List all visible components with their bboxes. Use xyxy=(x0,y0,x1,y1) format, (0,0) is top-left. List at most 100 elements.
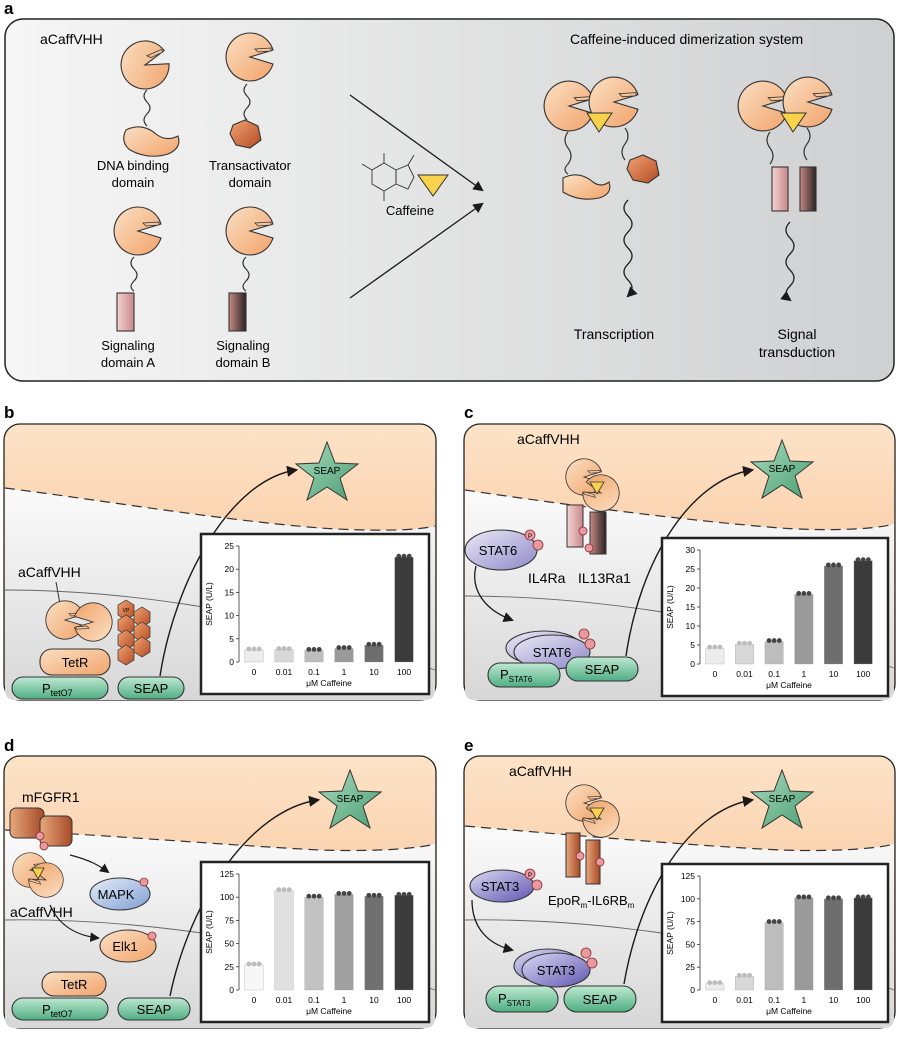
svg-text:PtetO7: PtetO7 xyxy=(42,1002,73,1019)
panel-d-seap-star: SEAP xyxy=(337,794,364,805)
panel-d-gene: SEAP xyxy=(137,1002,172,1017)
panel-b-gene: SEAP xyxy=(134,681,169,696)
panel-b: b aCaffVHH VP TetR PtetO7 SEAP SEAP 0510… xyxy=(3,403,437,701)
data-point xyxy=(311,647,317,652)
data-point xyxy=(401,891,407,897)
panel-d-receptor: mFGFR1 xyxy=(22,789,80,805)
data-point xyxy=(346,891,352,896)
panel-d-acaffvhh: aCaffVHH xyxy=(10,904,73,920)
y-axis-label: SEAP (U/L) xyxy=(204,582,214,626)
panel-e-promoter: P xyxy=(498,991,507,1006)
signaling-a-label-1: Signaling xyxy=(101,338,155,353)
y-tick-label: 10 xyxy=(225,611,235,621)
panel-d-promoter-sub: tetO7 xyxy=(51,1009,73,1019)
panel-b-promoter: P xyxy=(42,681,51,696)
y-tick-label: 0 xyxy=(229,985,234,995)
x-tick-label: 0.01 xyxy=(276,667,293,677)
signaling-b-label-1: Signaling xyxy=(216,338,270,353)
panel-b-letter: b xyxy=(4,403,14,422)
data-point xyxy=(306,893,312,899)
panel-e-gene: SEAP xyxy=(583,992,618,1007)
data-point xyxy=(865,894,871,900)
y-tick-label: 25 xyxy=(225,541,235,551)
panel-c-receptor-b: IL13Ra1 xyxy=(578,570,631,586)
panel-d-tetr: TetR xyxy=(61,977,88,992)
bar xyxy=(824,898,843,991)
data-point xyxy=(707,644,713,650)
data-point xyxy=(831,562,836,568)
x-tick-label: 0.01 xyxy=(276,995,293,1005)
data-point xyxy=(836,562,842,568)
panel-c-gene: SEAP xyxy=(585,662,620,677)
panel-e-p-badge: P xyxy=(528,873,532,879)
panel-e-stat-top: STAT3 xyxy=(481,879,520,894)
data-point xyxy=(366,641,372,647)
bar xyxy=(274,649,294,663)
panel-d-mapk: MAPK xyxy=(98,887,135,902)
panel-e-receptor: EpoR xyxy=(548,893,581,908)
data-point xyxy=(717,644,723,650)
bar xyxy=(705,647,725,665)
data-point xyxy=(771,919,777,924)
panel-e-receptor-sub1: m xyxy=(581,901,588,910)
data-point xyxy=(736,640,742,646)
data-point xyxy=(256,646,262,652)
y-tick-label: 15 xyxy=(686,602,696,612)
data-point xyxy=(396,553,402,559)
panel-a-letter: a xyxy=(4,0,14,18)
panel-a-box xyxy=(4,18,895,382)
data-point xyxy=(747,972,753,978)
svg-text:PSTAT6: PSTAT6 xyxy=(500,667,533,684)
data-point xyxy=(336,645,342,650)
data-point xyxy=(860,557,866,563)
x-tick-label: 10 xyxy=(369,995,379,1005)
bar xyxy=(364,896,384,991)
data-point xyxy=(742,640,747,646)
panel-d: d mFGFR1 aCaffVHH MAPK Elk1 TetR PtetO7 … xyxy=(3,736,437,1029)
y-tick-label: 0 xyxy=(229,657,234,667)
data-point xyxy=(707,980,713,986)
bar xyxy=(274,890,294,991)
panel-e: e aCaffVHH STAT3 P EpoRm-IL6RBm STAT3 PS… xyxy=(463,736,896,1029)
y-tick-label: 50 xyxy=(225,939,235,949)
data-point xyxy=(717,980,723,986)
data-point xyxy=(806,591,812,596)
data-point xyxy=(306,647,312,652)
bar xyxy=(853,560,873,665)
bar xyxy=(304,650,324,663)
data-point xyxy=(256,961,262,967)
panel-c-acaffvhh: aCaffVHH xyxy=(517,431,580,447)
bar xyxy=(824,565,843,665)
data-point xyxy=(246,961,252,967)
panel-b-seap-star: SEAP xyxy=(314,466,341,477)
panel-c-letter: c xyxy=(464,403,473,422)
y-tick-label: 75 xyxy=(225,915,235,925)
data-point xyxy=(865,557,871,563)
panel-d-letter: d xyxy=(4,736,14,755)
data-point xyxy=(251,961,257,967)
y-tick-label: 0 xyxy=(690,985,695,995)
data-point xyxy=(316,893,322,899)
y-tick-label: 25 xyxy=(686,564,696,574)
signal-label-2: transduction xyxy=(759,344,835,360)
transactivator-label-2: domain xyxy=(229,175,272,190)
data-point xyxy=(712,980,718,986)
data-point xyxy=(251,646,257,652)
svg-text:EpoRm-IL6RBm: EpoRm-IL6RBm xyxy=(548,893,635,910)
x-tick-label: 0.1 xyxy=(308,995,320,1005)
caffeine: Caffeine xyxy=(361,153,449,218)
y-tick-label: 5 xyxy=(690,640,695,650)
panel-a: a aCaffVHH Caffeine-induced dimerization… xyxy=(4,0,895,382)
bar xyxy=(244,964,264,991)
y-tick-label: 75 xyxy=(686,917,696,927)
svg-text:PtetO7: PtetO7 xyxy=(42,681,73,698)
panel-e-receptor-sub2: m xyxy=(628,901,635,910)
data-point xyxy=(766,638,772,643)
system-title: Caffeine-induced dimerization system xyxy=(570,31,803,47)
signal-label-1: Signal xyxy=(778,326,817,342)
x-axis-label: μM Caffeine xyxy=(766,1006,812,1016)
y-tick-label: 125 xyxy=(681,871,695,881)
